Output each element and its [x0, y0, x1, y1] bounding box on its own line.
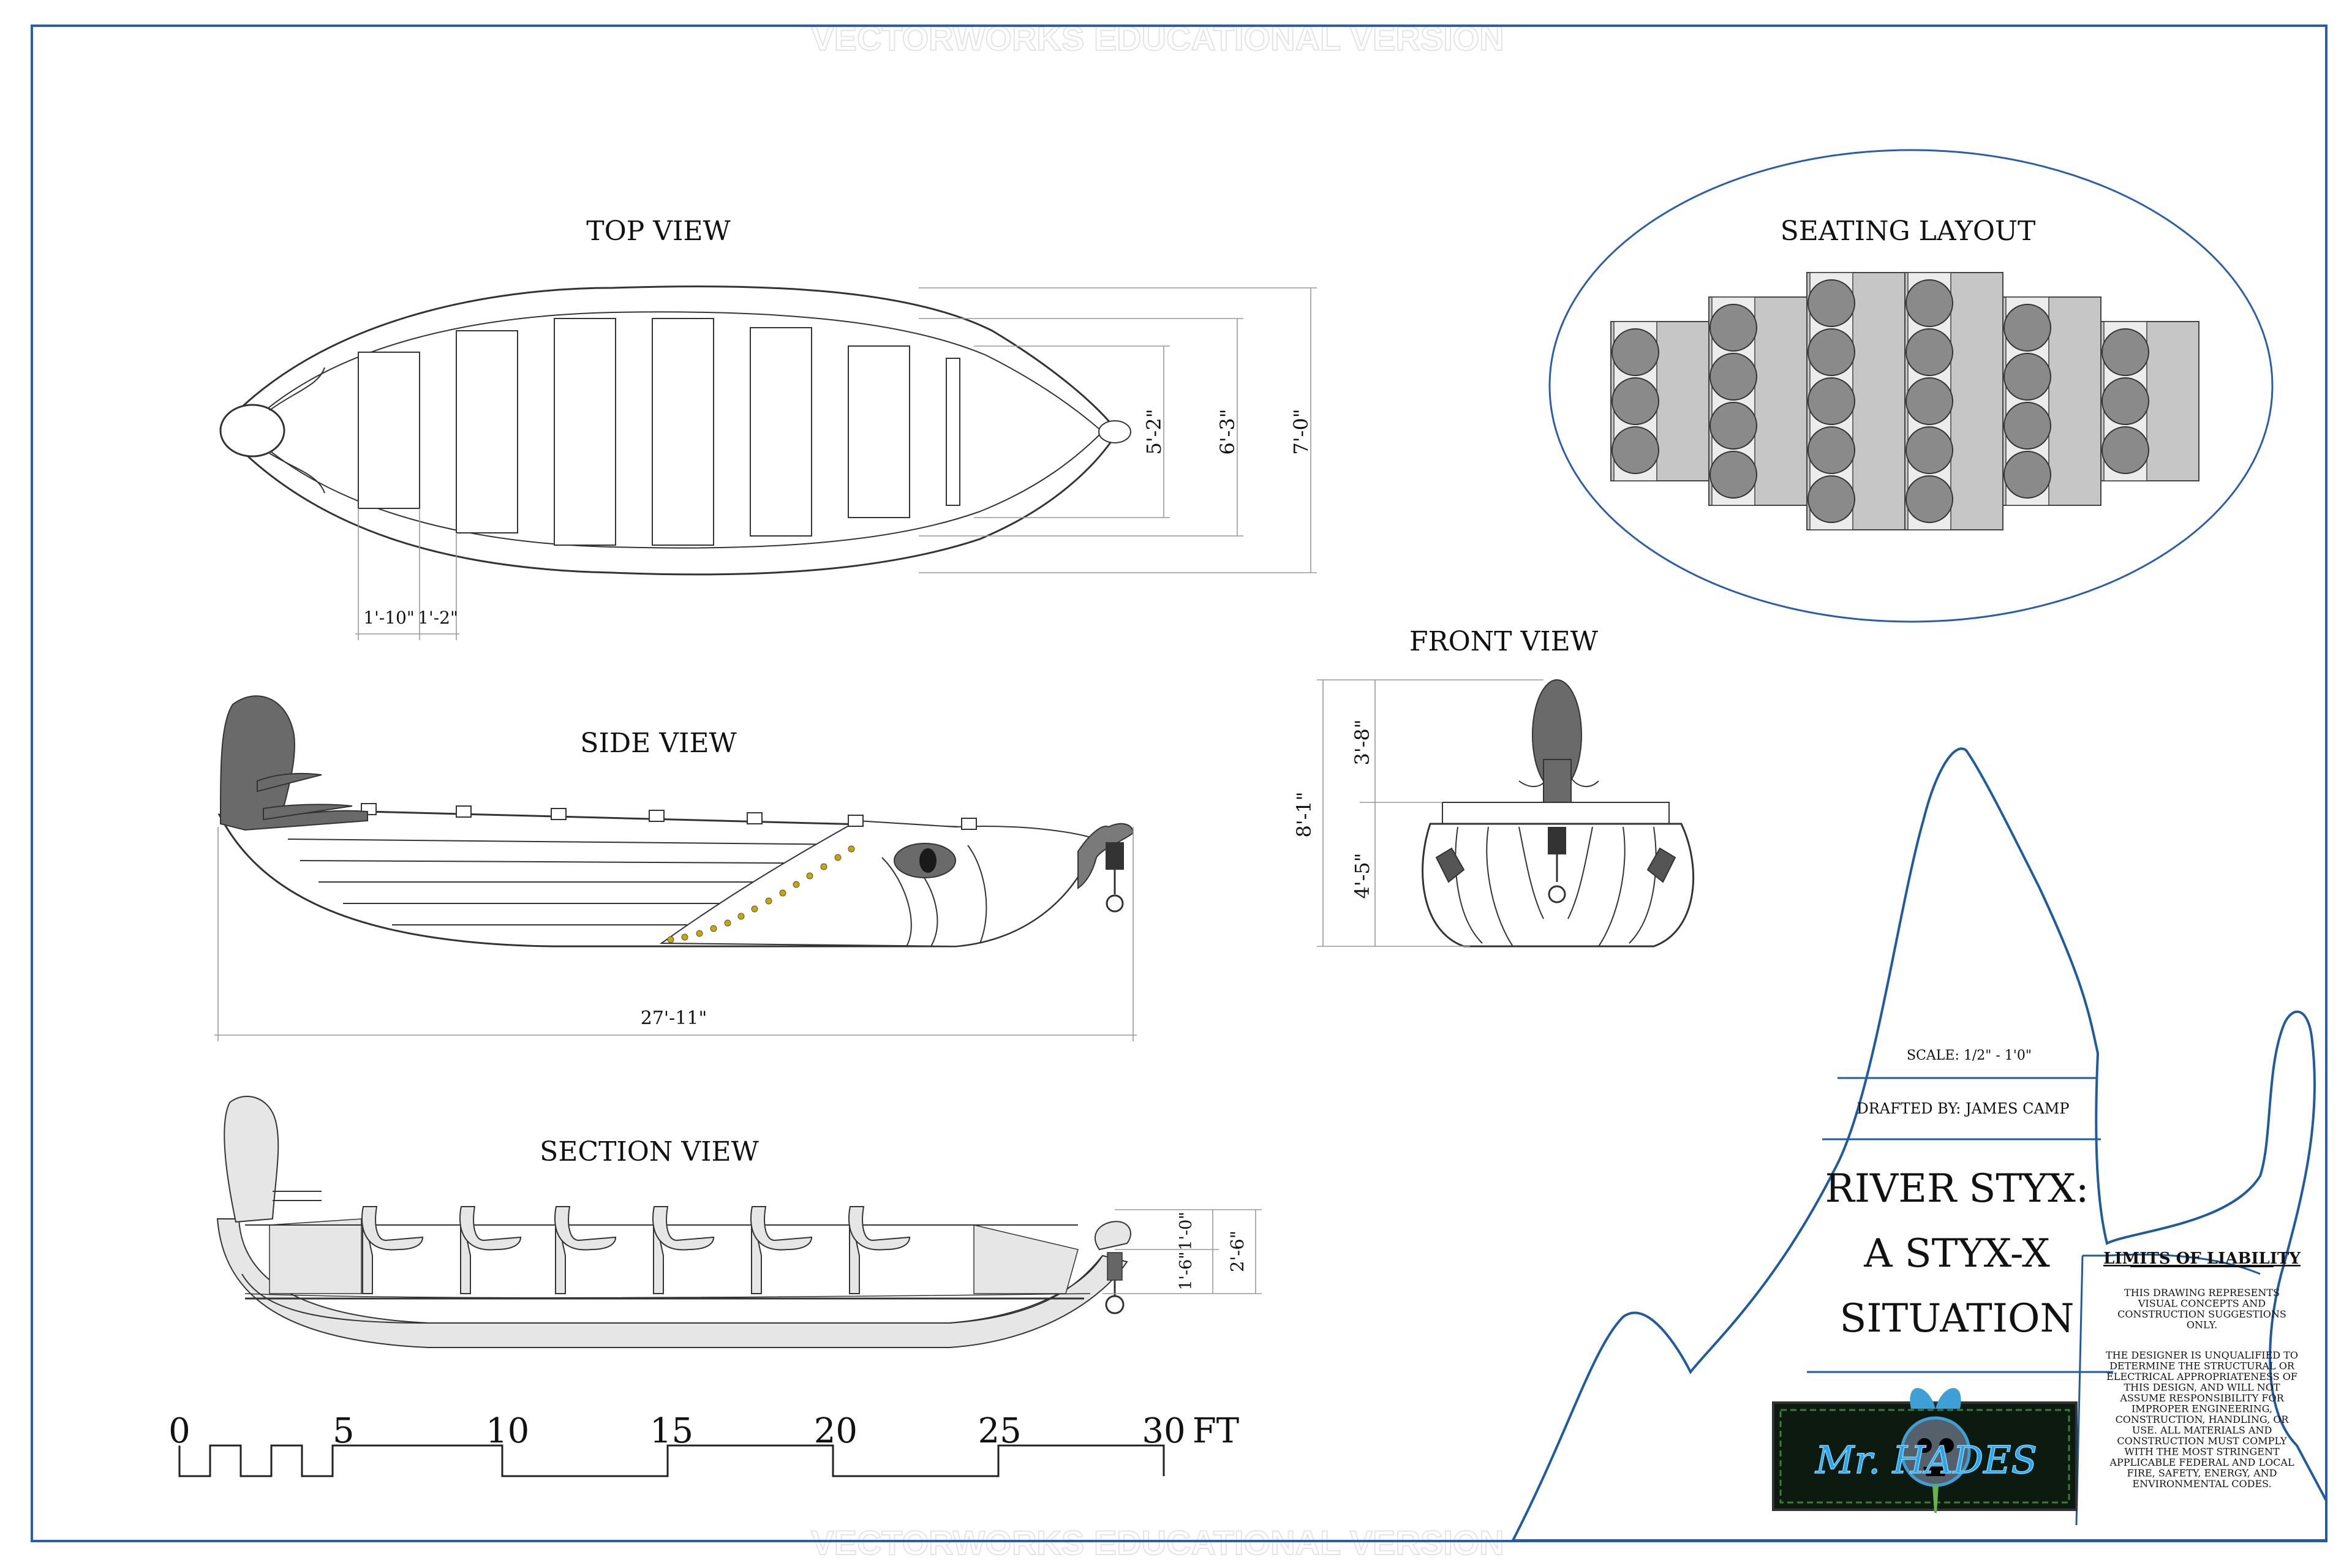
seat	[1807, 426, 1855, 474]
scale-tick-label: 10	[486, 1411, 529, 1451]
scale-tick-label: 30	[1142, 1411, 1185, 1451]
seat	[1905, 377, 1953, 425]
seat	[1709, 402, 1757, 450]
dim-front-lower: 4'-5"	[1351, 853, 1374, 899]
seating-row	[1708, 296, 1807, 506]
mr-hades-logo: Mr. HADES	[1772, 1388, 2078, 1513]
seat	[2003, 353, 2051, 401]
seat	[1709, 304, 1757, 352]
top-view-drawing	[219, 285, 1317, 640]
front-view-drawing	[1317, 679, 1695, 948]
scale-tick-label: 5	[333, 1411, 355, 1451]
project-title-line2: A STYX-X	[1863, 1231, 2050, 1276]
seating-row	[1904, 272, 2003, 530]
seating-layout-label: SEATING LAYOUT	[1781, 216, 2036, 247]
drafted-by: DRAFTED BY: JAMES CAMP	[1856, 1100, 2069, 1117]
liability-line: THIS DESIGN, AND WILL NOT	[2124, 1382, 2280, 1393]
seat	[2101, 377, 2149, 425]
scale-tick-label: 0	[168, 1411, 190, 1451]
seat	[1709, 451, 1757, 499]
side-view-label: SIDE VIEW	[580, 728, 737, 759]
seat	[1905, 426, 1953, 474]
seating-layout-diagram	[1610, 272, 2199, 530]
seat	[1807, 328, 1855, 376]
dim-front-upper: 3'-8"	[1351, 719, 1374, 765]
liability-line: VISUAL CONCEPTS AND	[2138, 1298, 2266, 1310]
seating-row	[2100, 321, 2199, 481]
project-title-line1: RIVER STYX:	[1825, 1166, 2089, 1212]
liability-line: USE. ALL MATERIALS AND	[2132, 1425, 2272, 1436]
seat	[2003, 304, 2051, 352]
seat	[1611, 426, 1659, 474]
liability-line: APPLICABLE FEDERAL AND LOCAL	[2109, 1457, 2294, 1468]
seating-row	[2002, 296, 2101, 506]
seat	[2003, 402, 2051, 450]
liability-line: IMPROPER ENGINEERING,	[2132, 1403, 2272, 1415]
seat	[1611, 328, 1659, 376]
liability-line: ELECTRICAL APPROPRIATENESS OF	[2106, 1371, 2297, 1382]
dim-top-inner-width: 5'-2"	[1142, 409, 1166, 454]
seat	[1807, 377, 1855, 425]
scale-bar	[178, 1444, 1165, 1477]
liability-line: THIS DRAWING REPRESENTS	[2124, 1287, 2280, 1298]
seat	[1807, 279, 1855, 327]
dim-section-seat-height: 1'-6"	[1177, 1251, 1196, 1290]
seat	[1905, 279, 1953, 327]
dim-front-total: 8'-1"	[1292, 791, 1316, 837]
dim-seat-gap: 1'-2"	[418, 608, 458, 628]
watermark-bottom: VECTORWORKS EDUCATIONAL VERSION	[811, 1523, 1504, 1562]
liability-line: FIRE, SAFETY, ENERGY, AND	[2127, 1468, 2277, 1479]
seat	[1905, 475, 1953, 523]
sheet-border	[31, 24, 2328, 1542]
liability-line: ENVIRONMENTAL CODES.	[2132, 1478, 2271, 1490]
seat	[1807, 475, 1855, 523]
seating-row	[1610, 321, 1709, 481]
dim-section-back-height: 1'-0"	[1177, 1212, 1196, 1250]
seat	[1709, 353, 1757, 401]
liability-line: WITH THE MOST STRINGENT	[2124, 1446, 2280, 1458]
scale-bar-ticks: 0 5 10 15 20 25 30	[168, 1411, 1185, 1451]
liability-line: CONSTRUCTION SUGGESTIONS	[2117, 1308, 2286, 1320]
project-title-line3: SITUATION	[1840, 1296, 2075, 1341]
dim-top-mid-width: 6'-3"	[1216, 409, 1239, 454]
liability-line: CONSTRUCTION MUST COMPLY	[2117, 1435, 2287, 1447]
liability-line: CONSTRUCTION, HANDLING, OR	[2116, 1414, 2290, 1425]
dim-overall-length: 27'-11"	[641, 1008, 707, 1029]
dim-top-outer-width: 7'-0"	[1289, 409, 1313, 454]
scale-note: SCALE: 1/2" - 1'0"	[1907, 1048, 2032, 1063]
seat	[1611, 377, 1659, 425]
side-view-drawing	[214, 695, 1137, 1041]
scale-tick-label: 20	[814, 1411, 858, 1451]
seat	[1905, 328, 1953, 376]
scale-bar-unit: FT	[1193, 1411, 1239, 1451]
liability-line: DETERMINE THE STRUCTURAL OR	[2109, 1360, 2295, 1372]
seat	[2101, 426, 2149, 474]
scale-tick-label: 15	[650, 1411, 693, 1451]
liability-line: ONLY.	[2187, 1319, 2217, 1331]
liability-line: ASSUME RESPONSIBILITY FOR	[2119, 1392, 2284, 1404]
seating-row	[1806, 272, 1905, 530]
liability-line: THE DESIGNER IS UNQUALIFIED TO	[2106, 1349, 2298, 1361]
liability-heading: LIMITS OF LIABILITY	[2103, 1250, 2301, 1268]
dim-seat-depth: 1'-10"	[363, 608, 414, 628]
seat	[2101, 328, 2149, 376]
logo-text: Mr. HADES	[1815, 1438, 2037, 1482]
front-view-label: FRONT VIEW	[1409, 626, 1599, 657]
scale-tick-label: 25	[978, 1411, 1022, 1451]
section-view-label: SECTION VIEW	[540, 1136, 759, 1167]
top-view-label: TOP VIEW	[586, 216, 731, 247]
section-view-drawing	[216, 1096, 1262, 1348]
dim-section-total: 2'-6"	[1227, 1231, 1248, 1272]
seat	[2003, 451, 2051, 499]
